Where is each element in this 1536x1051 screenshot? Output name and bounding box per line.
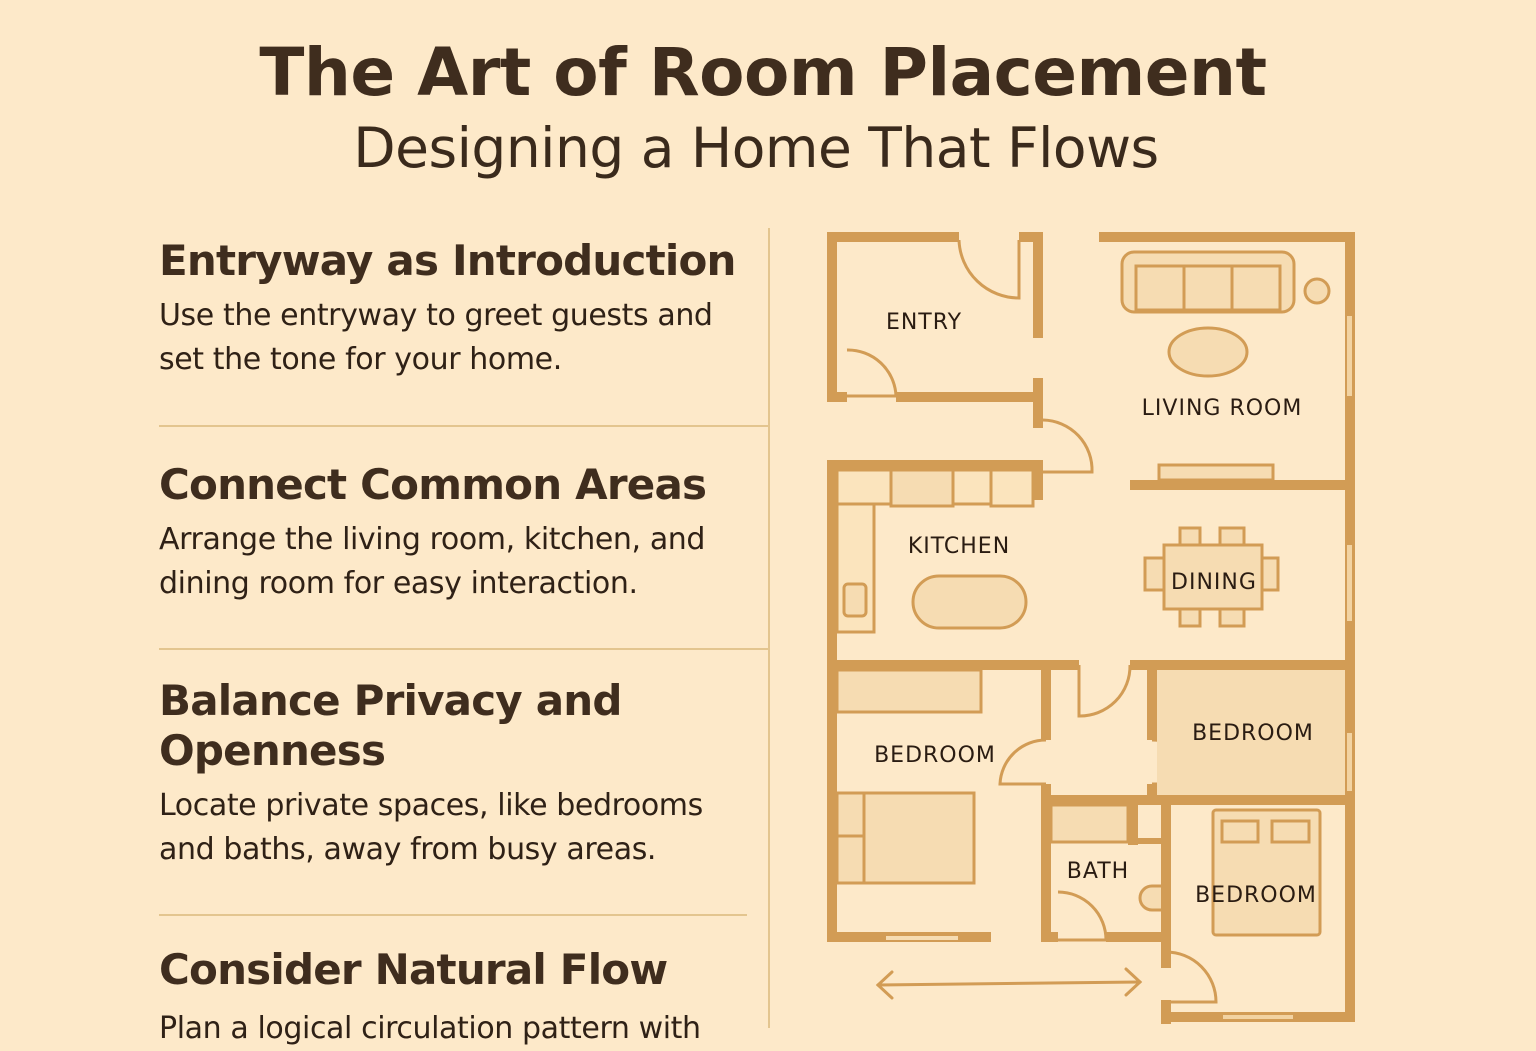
section-divider bbox=[159, 425, 769, 427]
room-label-bedroom: BEDROOM bbox=[1195, 883, 1317, 908]
section-heading: Consider Natural Flow bbox=[159, 945, 668, 994]
section-body: Arrange the living room, kitchen, and di… bbox=[159, 522, 706, 601]
section-divider bbox=[159, 648, 769, 650]
floor-plan: ENTRY LIVING ROOM KITCHEN DINING BEDROOM… bbox=[827, 232, 1355, 1024]
room-label-kitchen: KITCHEN bbox=[908, 534, 1010, 559]
page-title: The Art of Room Placement bbox=[259, 34, 1267, 111]
section-heading: Balance Privacy and Openness bbox=[159, 676, 622, 775]
page-subtitle: Designing a Home That Flows bbox=[353, 116, 1159, 180]
room-label-bath: BATH bbox=[1067, 859, 1129, 884]
double-arrow-icon bbox=[875, 967, 1143, 1000]
room-label-dining: DINING bbox=[1171, 570, 1257, 595]
section-divider bbox=[159, 914, 747, 916]
section-entryway: Entryway as Introduction Use the entrywa… bbox=[159, 236, 769, 382]
door-swings bbox=[846, 239, 1218, 1004]
room-label-bedroom: BEDROOM bbox=[874, 743, 996, 768]
section-heading: Connect Common Areas bbox=[159, 460, 707, 509]
room-label-entry: ENTRY bbox=[886, 310, 962, 335]
section-privacy: Balance Privacy and Openness Locate priv… bbox=[159, 676, 769, 872]
vertical-divider bbox=[768, 228, 770, 1028]
section-body: Use the entryway to greet guests and set… bbox=[159, 298, 713, 377]
section-heading: Entryway as Introduction bbox=[159, 236, 736, 285]
section-common-areas: Connect Common Areas Arrange the living … bbox=[159, 460, 769, 606]
room-label-living-room: LIVING ROOM bbox=[1142, 396, 1303, 421]
section-body: Locate private spaces, like bedrooms and… bbox=[159, 788, 703, 867]
walls bbox=[827, 232, 1355, 1024]
furniture bbox=[835, 250, 1352, 1019]
room-label-bedroom: BEDROOM bbox=[1192, 721, 1314, 746]
